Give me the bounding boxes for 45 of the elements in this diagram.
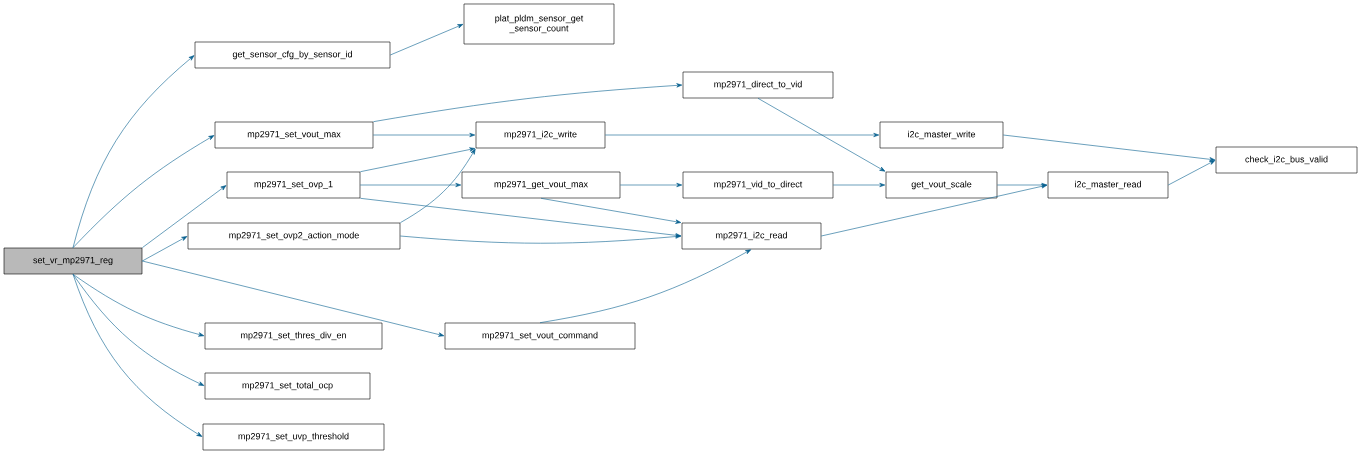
arrow [539,249,752,323]
function-box: mp2971_set_vout_max [214,121,374,149]
function-box: mp2971_set_ovp2_action_mode [187,222,401,250]
function-box: mp2971_get_vout_max [461,171,621,199]
arrow [360,198,682,238]
arrow [373,83,683,122]
function-box: set_vr_mp2971_reg [3,247,143,275]
function-box: i2c_master_read [1047,171,1169,199]
arrow [72,55,195,248]
arrow [400,234,682,244]
arrow [72,274,205,386]
function-box: i2c_master_write [879,121,1004,149]
function-box: check_i2c_bus_valid [1215,146,1358,174]
arrow [757,98,886,172]
function-box: mp2971_set_thres_div_en [204,322,383,350]
arrow [1168,160,1216,186]
arrow [400,148,476,223]
function-box: mp2971_vid_to_direct [682,171,834,199]
function-box: mp2971_set_total_ocp [204,372,371,400]
arrow [142,236,188,262]
function-box: mp2971_set_vout_command [444,322,636,350]
arrow [72,274,205,337]
function-box: mp2971_set_uvp_threshold [202,423,385,451]
arrow [620,182,683,188]
function-box: get_sensor_cfg_by_sensor_id [194,41,391,69]
function-box: mp2971_set_ovp_1 [226,171,361,199]
arrow [821,184,1048,237]
function-box: mp2971_direct_to_vid [682,71,834,99]
arrow [997,182,1048,188]
arrow [390,24,464,56]
arrow [142,185,227,248]
function-box: plat_pldm_sensor_get _sensor_count [463,3,615,45]
function-box: mp2971_i2c_read [681,222,822,250]
arrow [605,132,880,138]
arrow [833,182,886,188]
arrow [540,198,682,224]
arrow [142,260,445,337]
arrow [360,182,462,188]
arrow [72,135,215,248]
arrow [72,274,203,437]
function-box: mp2971_i2c_write [475,121,606,149]
arrow [1003,134,1216,162]
arrow [373,132,476,138]
arrow [360,147,476,172]
function-box: get_vout_scale [885,171,998,199]
